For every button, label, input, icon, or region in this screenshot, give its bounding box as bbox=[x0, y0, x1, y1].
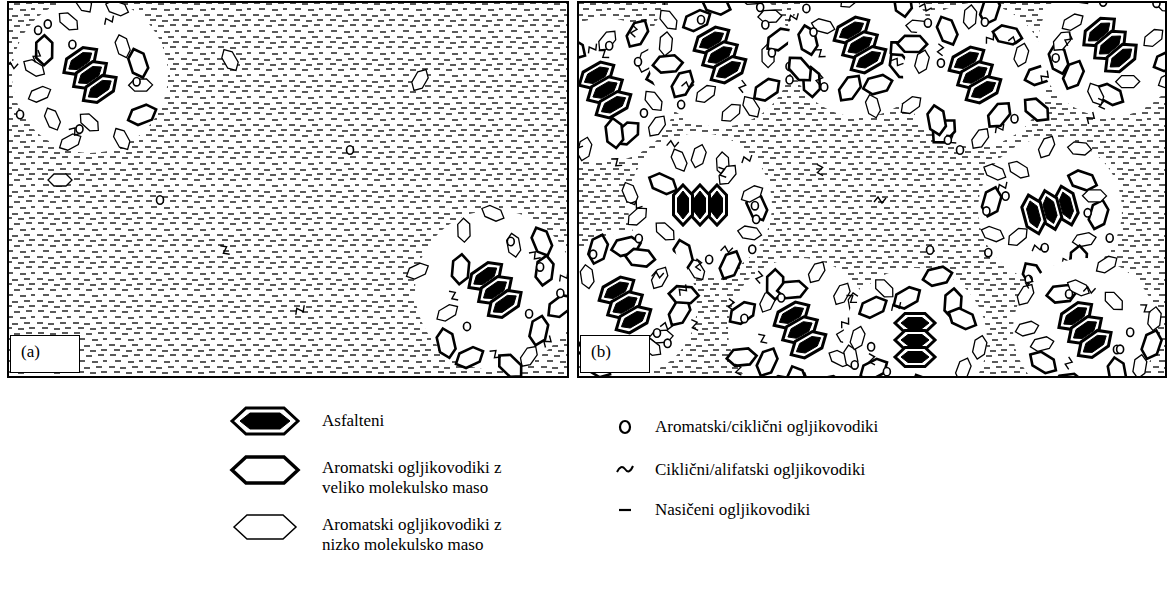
legend-text: Aromatski/ciklični ogljikovodiki bbox=[655, 417, 878, 436]
panel-frame bbox=[8, 2, 568, 377]
legend-entry: Asfalteni bbox=[322, 411, 384, 431]
panel-tag: (a) bbox=[10, 335, 80, 373]
legend-entry: Aromatski/ciklični ogljikovodiki bbox=[655, 417, 878, 437]
panel-frame bbox=[578, 2, 1166, 377]
legend-entry: Ciklični/alifatski ogljikovodiki bbox=[655, 460, 865, 480]
legend-entry: Aromatski ogljikovodiki z nizko molekuls… bbox=[322, 515, 522, 555]
legend-entry: Aromatski ogljikovodiki z veliko molekul… bbox=[322, 458, 522, 498]
legend-text: Asfalteni bbox=[322, 411, 384, 430]
legend-text: Nasičeni ogljikovodiki bbox=[655, 500, 810, 519]
panel-label: (b) bbox=[591, 342, 611, 361]
panel-tag: (b) bbox=[580, 335, 650, 373]
legend-text: Aromatski ogljikovodiki z veliko molekul… bbox=[322, 458, 501, 497]
legend-entry: Nasičeni ogljikovodiki bbox=[655, 500, 810, 520]
legend-text: Aromatski ogljikovodiki z nizko molekuls… bbox=[322, 515, 501, 554]
panel-label: (a) bbox=[21, 342, 40, 361]
panel-a-texture bbox=[9, 3, 567, 376]
panel-b-texture bbox=[579, 3, 1165, 376]
legend-text: Ciklični/alifatski ogljikovodiki bbox=[655, 460, 865, 479]
